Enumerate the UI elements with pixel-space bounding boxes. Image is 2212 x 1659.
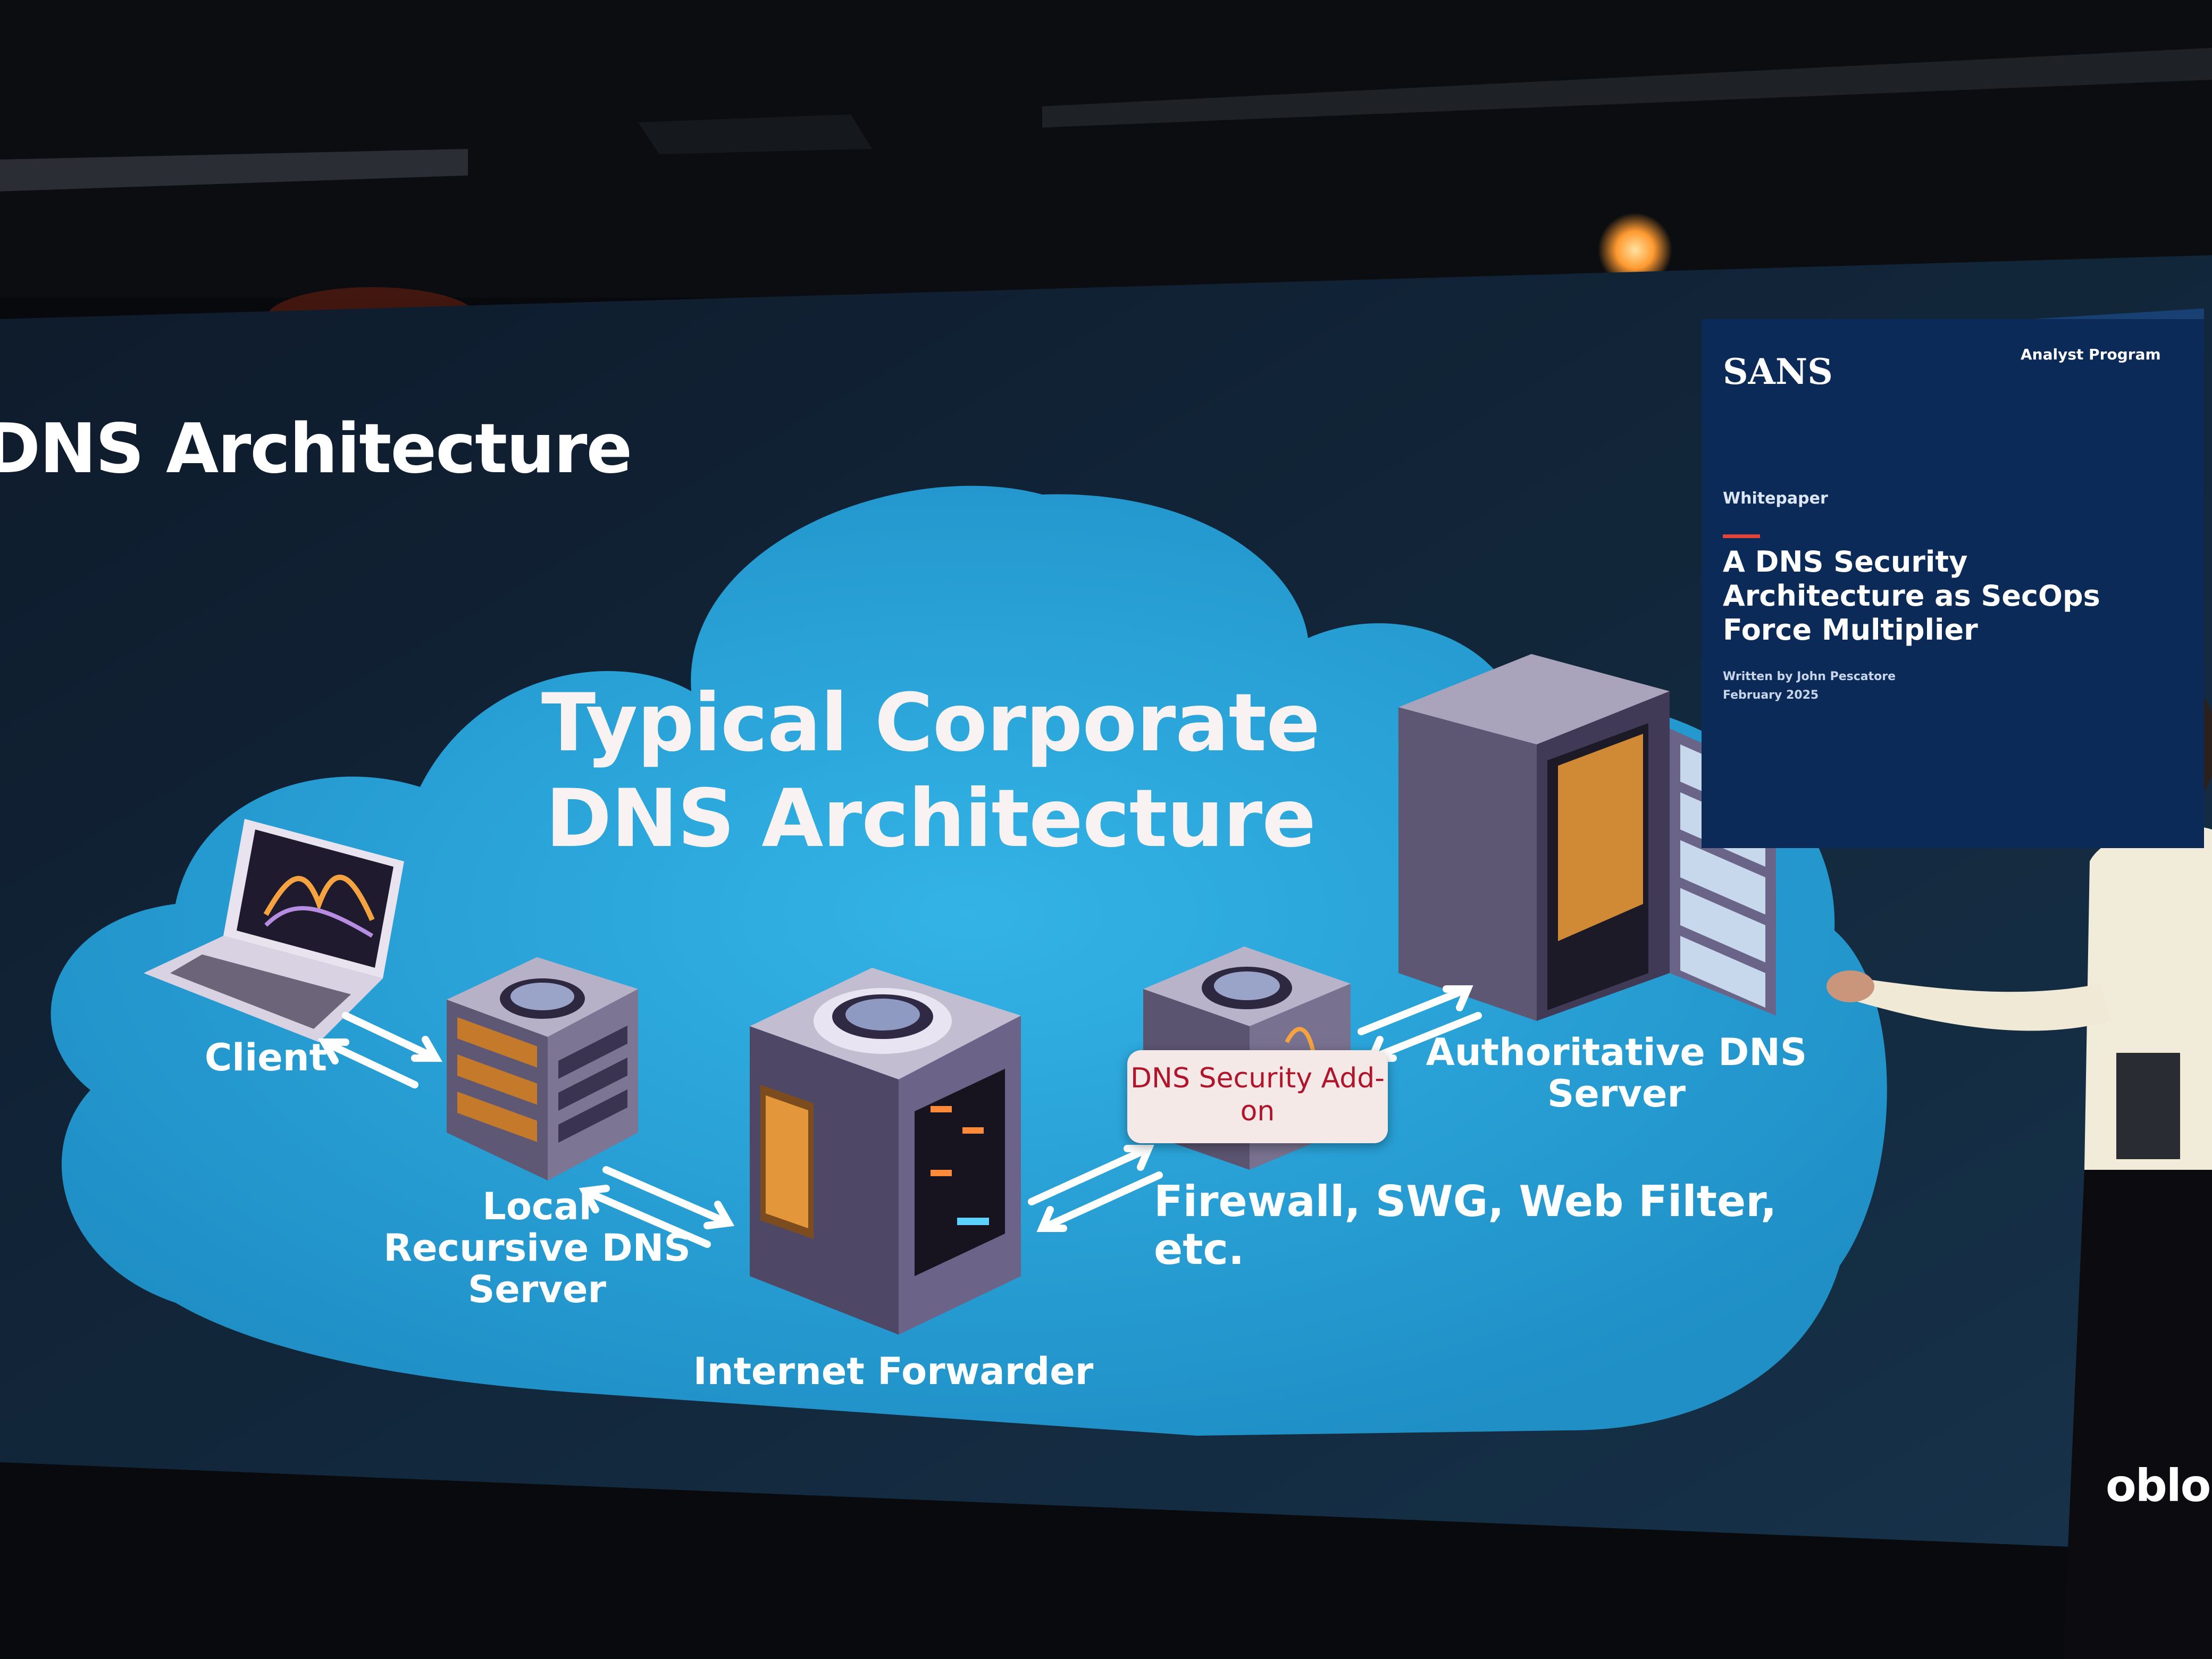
local-recursive-dns-label: Local Recursive DNS Server <box>383 1185 691 1311</box>
whitepaper-panel: SANS Analyst Program Whitepaper A DNS Se… <box>1702 319 2204 848</box>
whitepaper-title: A DNS Security Architecture as SecOps Fo… <box>1723 545 2100 647</box>
arrow-icon <box>317 985 1482 1248</box>
client-label: Client <box>204 1036 328 1079</box>
server-icon <box>447 957 638 1180</box>
internet-forwarder-label: Internet Forwarder <box>693 1350 1094 1393</box>
dns-security-addon-box: DNS Security Add-on <box>1127 1050 1388 1143</box>
whitepaper-program: Analyst Program <box>2021 346 2161 363</box>
ceiling-panel <box>638 114 872 154</box>
ceiling-panel <box>0 149 468 191</box>
server-icon <box>750 968 1021 1335</box>
whitepaper-accent-rule <box>1723 534 1760 538</box>
authoritative-dns-label: Authoritative DNS Server <box>1426 1030 1807 1116</box>
slide-title: DNS Architecture <box>0 409 632 489</box>
whitepaper-author: Written by John Pescatore <box>1723 670 1896 683</box>
ceiling-light <box>1598 213 1672 287</box>
floor <box>0 1462 2212 1659</box>
whitepaper-type: Whitepaper <box>1723 489 1828 508</box>
whitepaper-date: February 2025 <box>1723 689 1819 702</box>
dns-security-addon-label: DNS Security Add-on <box>1130 1062 1385 1127</box>
diagram-title: Typical Corporate DNS Architecture <box>541 677 1320 865</box>
brand-logo-fragment: oblo <box>2106 1460 2211 1512</box>
laptop-icon <box>144 819 404 1042</box>
whitepaper-brand: SANS <box>1723 351 1833 392</box>
ceiling <box>0 0 2212 298</box>
firewall-label: Firewall, SWG, Web Filter, etc. <box>1154 1177 1777 1274</box>
ceiling-panel <box>1042 48 2212 128</box>
